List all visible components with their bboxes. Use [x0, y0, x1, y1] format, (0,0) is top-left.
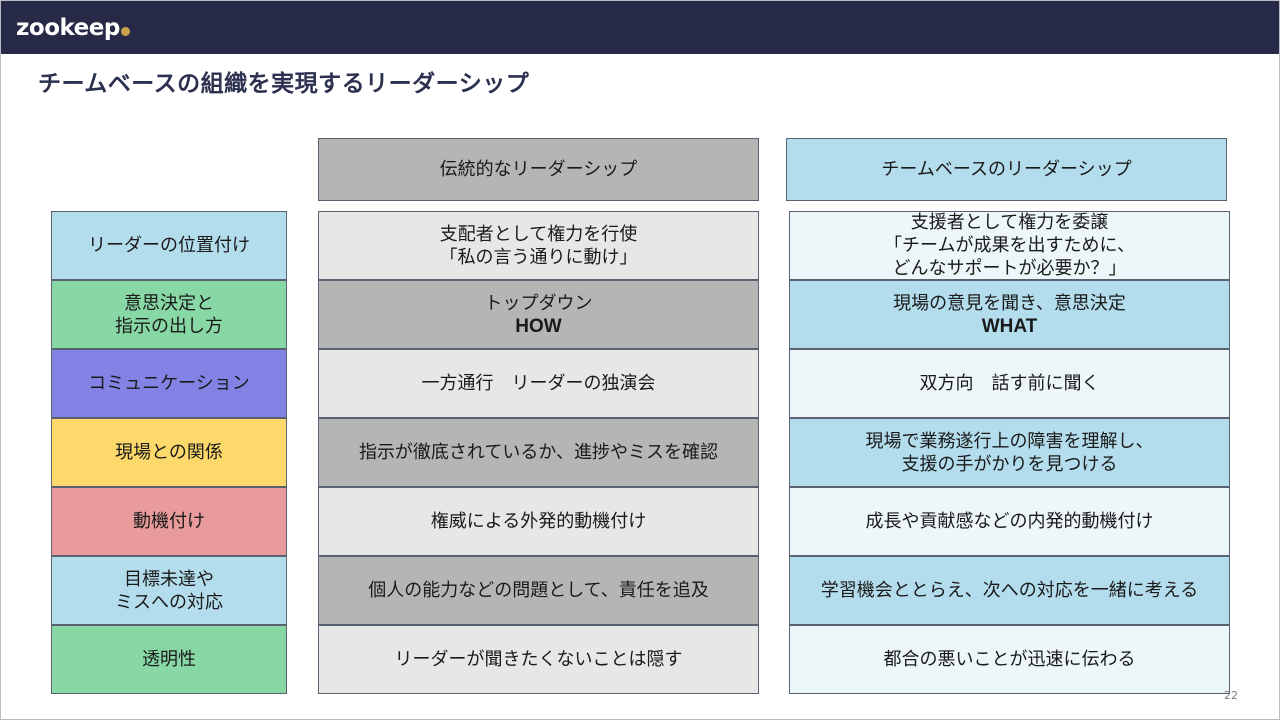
logo-text: zookeep	[16, 15, 120, 41]
row-label: 現場との関係	[51, 418, 287, 487]
traditional-cell-line: 支配者として権力を行使	[439, 223, 638, 245]
logo: zookeep	[16, 14, 130, 42]
column-header-traditional-text: 伝統的なリーダーシップ	[439, 159, 638, 180]
team-based-cell: 成長や貢献感などの内発的動機付け	[789, 487, 1230, 556]
traditional-cell-line: 一方通行 リーダーの独演会	[421, 373, 656, 394]
traditional-cell-line: リーダーが聞きたくないことは隠す	[394, 649, 683, 670]
team-based-cell-line: 「チームが成果を出すために、	[884, 235, 1135, 256]
traditional-cell: 支配者として権力を行使「私の言う通りに動け」	[318, 211, 759, 280]
team-based-cell-line: 学習機会ととらえ、次への対応を一緒に考える	[820, 580, 1199, 601]
team-based-cell-line: 支援の手がかりを見つける	[901, 453, 1118, 475]
traditional-cell: 指示が徹底されているか、進捗やミスを確認	[318, 418, 759, 487]
row-label-line: 指示の出し方	[115, 315, 223, 337]
team-based-cell: 学習機会ととらえ、次への対応を一緒に考える	[789, 556, 1230, 625]
row-label-line: コミュニケーション	[88, 373, 250, 394]
team-based-cell-emphasis: WHAT	[981, 315, 1038, 337]
traditional-cell: 権威による外発的動機付け	[318, 487, 759, 556]
team-based-cell-line: 双方向 話す前に聞く	[919, 373, 1100, 394]
team-based-cell: 支援者として権力を委譲「チームが成果を出すために、どんなサポートが必要か？」	[789, 211, 1230, 280]
traditional-cell: 個人の能力などの問題として、責任を追及	[318, 556, 759, 625]
team-based-cell: 双方向 話す前に聞く	[789, 349, 1230, 418]
row-label: リーダーの位置付け	[51, 211, 287, 280]
traditional-cell: 一方通行 リーダーの独演会	[318, 349, 759, 418]
traditional-cell-line: 指示が徹底されているか、進捗やミスを確認	[358, 442, 719, 463]
header-bar	[0, 0, 1280, 54]
team-based-cell-line: 都合の悪いことが迅速に伝わる	[883, 649, 1136, 670]
traditional-cell-emphasis: HOW	[515, 315, 562, 337]
row-label-line: ミスへの対応	[115, 591, 223, 613]
team-based-cell-line: どんなサポートが必要か？」	[892, 258, 1127, 279]
row-label: 動機付け	[51, 487, 287, 556]
slide-title: チームベースの組織を実現するリーダーシップ	[38, 71, 530, 97]
page-number: 22	[1224, 689, 1238, 702]
row-label-line: 動機付け	[133, 511, 205, 532]
logo-dot-icon	[120, 26, 130, 36]
team-based-cell-line: 現場の意見を聞き、意思決定	[893, 292, 1126, 314]
column-header-traditional: 伝統的なリーダーシップ	[318, 138, 759, 201]
column-header-team-based: チームベースのリーダーシップ	[786, 138, 1227, 201]
traditional-cell-line: 権威による外発的動機付け	[430, 511, 647, 532]
row-label-line: 目標未達や	[124, 568, 214, 590]
column-header-team-based-text: チームベースのリーダーシップ	[881, 159, 1132, 180]
team-based-cell-line: 現場で業務遂行上の障害を理解し、	[865, 430, 1154, 452]
team-based-cell: 都合の悪いことが迅速に伝わる	[789, 625, 1230, 694]
row-label-line: 現場との関係	[115, 442, 223, 463]
row-label-line: 透明性	[142, 649, 196, 670]
row-label: コミュニケーション	[51, 349, 287, 418]
row-label: 目標未達やミスへの対応	[51, 556, 287, 625]
team-based-cell-line: 成長や貢献感などの内発的動機付け	[865, 511, 1154, 532]
team-based-cell: 現場で業務遂行上の障害を理解し、支援の手がかりを見つける	[789, 418, 1230, 487]
row-label-line: リーダーの位置付け	[88, 235, 250, 256]
traditional-cell: リーダーが聞きたくないことは隠す	[318, 625, 759, 694]
traditional-cell-line: 「私の言う通りに動け」	[439, 246, 638, 268]
traditional-cell-line: トップダウン	[484, 292, 593, 314]
team-based-cell-line: 支援者として権力を委譲	[910, 212, 1109, 233]
row-label: 意思決定と指示の出し方	[51, 280, 287, 349]
row-label-line: 意思決定と	[124, 292, 214, 314]
row-label: 透明性	[51, 625, 287, 694]
traditional-cell-line: 個人の能力などの問題として、責任を追及	[368, 580, 709, 601]
